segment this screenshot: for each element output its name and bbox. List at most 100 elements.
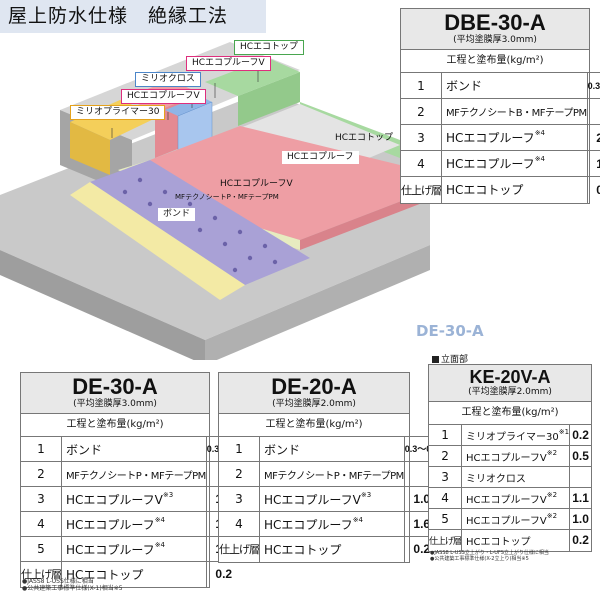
spec-name: DE-30-A — [21, 373, 209, 398]
row-name: ボンド — [61, 436, 207, 462]
row-name: HCエコプルーフV※2 — [461, 508, 570, 530]
callout-bond: ボンド — [158, 208, 196, 221]
ke20v-notes: ●JASS8 L-USS立上がり・L-UFS立上がり仕様に相当 ●公共建築工事標… — [430, 550, 549, 562]
purple-sheet — [90, 160, 310, 285]
row-value: 0.2 — [205, 561, 241, 587]
row-value: 1.1 — [569, 487, 591, 509]
row-name: HCエコプルーフV※2 — [461, 445, 570, 467]
row-value: 2.0 — [586, 124, 600, 151]
row-name: HCエコトップ — [461, 529, 570, 551]
row-no: 2 — [21, 461, 62, 487]
row-name: HCエコプルーフV※2 — [461, 487, 570, 509]
row-no: 1 — [219, 436, 260, 462]
callout-hc-top: HCエコトップ — [234, 40, 305, 55]
row-no: 3 — [401, 124, 442, 151]
row-name: HCエコプルーフ※4 — [441, 150, 588, 177]
square-icon — [432, 356, 439, 363]
de30-diagram-label: DE-30-A — [416, 322, 484, 340]
row-name: MFテクノシートP・MFテープPM — [259, 461, 405, 487]
row-no: 仕上げ層 — [429, 529, 463, 551]
row-no: 1 — [401, 72, 442, 99]
row-name: ミリオクロス — [461, 466, 570, 488]
elevation-label: 立面部 — [432, 352, 468, 365]
row-name: ボンド — [441, 72, 588, 99]
note: ●公共建築工事標準仕様(X-1)相当※5 — [22, 585, 123, 592]
spec-header: 工程と塗布量(kg/m²) — [401, 49, 589, 72]
primer-front — [70, 122, 110, 175]
callout-mirio-primer: ミリオプライマー30 — [70, 105, 166, 120]
row-value: 0.5 — [569, 445, 591, 467]
spec-thickness: (平均塗膜厚2.0mm) — [219, 398, 409, 413]
row-value — [586, 98, 600, 125]
row-name: HCエコトップ — [259, 536, 405, 562]
callout-hc-proof-surface: HCエコプルーフ — [282, 151, 359, 164]
row-no: 3 — [429, 466, 463, 488]
spec-name: DBE-30-A — [401, 9, 589, 34]
callout-hc-proof-v-surface: HCエコプルーフV — [220, 179, 293, 189]
row-no: 5 — [429, 508, 463, 530]
row-name: HCエコプルーフ※4 — [259, 511, 405, 537]
page-title: 屋上防水仕様 絶縁工法 — [0, 0, 266, 33]
row-name: HCエコプルーフV※3 — [61, 486, 207, 512]
row-name: HCエコトップ — [441, 176, 588, 203]
row-name: HCエコトップ — [61, 561, 207, 587]
row-no: 仕上げ層 — [219, 536, 260, 562]
gray-band — [240, 104, 400, 170]
note: ●JASS8 L-USS立上がり・L-UFS立上がり仕様に相当 — [430, 550, 549, 556]
row-no: 1 — [21, 436, 62, 462]
row-value: 0.2 — [586, 176, 600, 203]
row-no: 3 — [219, 486, 260, 512]
spec-name: KE-20V-A — [429, 365, 591, 386]
row-no: 2 — [401, 98, 442, 125]
row-name: HCエコプルーフ※4 — [61, 511, 207, 537]
row-value: 0.3〜0.5 — [586, 72, 600, 99]
row-name: ボンド — [259, 436, 405, 462]
row-no: 仕上げ層 — [21, 561, 62, 587]
row-no: 1 — [429, 424, 463, 446]
roof-layer-diagram — [0, 42, 430, 360]
row-no: 5 — [21, 536, 62, 562]
row-no: 仕上げ層 — [401, 176, 442, 203]
row-no: 3 — [21, 486, 62, 512]
callout-hc-proof-v-left: HCエコプルーフV — [121, 89, 206, 104]
note: ●JASS8 L-USS仕様に相当 — [22, 578, 94, 585]
bond-strip — [70, 182, 245, 300]
row-name: MFテクノシートB・MFテープPM — [441, 98, 588, 125]
row-value: 1.9 — [586, 150, 600, 177]
slab-side — [205, 245, 430, 360]
spec-header: 工程と塗布量(kg/m²) — [219, 413, 409, 436]
spec-header: 工程と塗布量(kg/m²) — [21, 413, 209, 436]
row-name: ミリオプライマー30※1 — [461, 424, 570, 446]
row-name: HCエコプルーフ※4 — [61, 536, 207, 562]
row-value: 1.0 — [569, 508, 591, 530]
spec-thickness: (平均塗膜厚3.0mm) — [401, 34, 589, 49]
spec-header: 工程と塗布量(kg/m²) — [429, 401, 591, 424]
row-name: HCエコプルーフ※4 — [441, 124, 588, 151]
row-no: 4 — [401, 150, 442, 177]
callout-mirio-cross: ミリオクロス — [135, 72, 201, 87]
